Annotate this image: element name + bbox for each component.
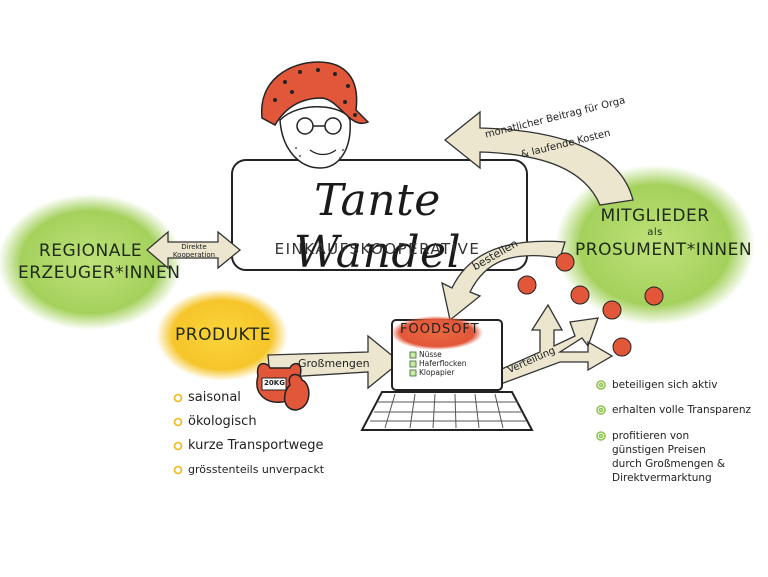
- member-face-icon: [644, 286, 664, 306]
- producers-label: REGIONALE ERZEUGER*INNEN: [18, 241, 181, 283]
- products-label: PRODUKTE: [175, 325, 271, 345]
- members-line2: PROSUMENT*INNEN: [575, 240, 753, 260]
- small-bag-icon: [283, 373, 310, 411]
- foodsoft-list: Nüsse Haferflocken Klopapier: [419, 350, 466, 377]
- order-arrow: [441, 240, 566, 322]
- member-faces: [517, 252, 664, 357]
- members-line1: MITGLIEDER: [600, 206, 710, 226]
- product-bullet: grösstenteils unverpackt: [188, 463, 325, 476]
- direct-cooperation-label: Direkte Kooperation: [172, 243, 216, 259]
- member-face-icon: [602, 300, 622, 320]
- bag-label: 20KG: [264, 379, 285, 387]
- product-bullet: kurze Transportwege: [188, 438, 324, 453]
- foodsoft-item: Haferflocken: [419, 359, 467, 368]
- foodsoft-item: Klopapier: [419, 368, 455, 377]
- members-als: als: [647, 227, 663, 238]
- products-blob: [156, 289, 288, 381]
- bulk-label: Großmengen: [298, 357, 370, 370]
- foodsoft-title: FOODSOFT: [400, 322, 480, 337]
- product-bullet: ökologisch: [188, 414, 257, 429]
- producers-blob: [0, 194, 182, 330]
- product-bullet: saisonal: [188, 390, 241, 405]
- members-blob: [555, 165, 755, 325]
- checkbox-icon: [409, 351, 417, 377]
- direct-cooperation-arrow: [146, 230, 242, 270]
- title-box: [231, 159, 528, 271]
- rosie-face-icon: [261, 61, 370, 169]
- foodsoft-item: Nüsse: [419, 350, 442, 359]
- contribution-arrow: [443, 110, 634, 206]
- member-face-icon: [612, 337, 632, 357]
- distribution-arrow: [494, 303, 614, 386]
- member-bullet: erhalten volle Transparenz: [612, 404, 751, 416]
- member-face-icon: [517, 275, 537, 295]
- member-bullet: profitieren von günstigen Preisen durch …: [612, 430, 726, 484]
- member-bullet-icons: [596, 380, 606, 441]
- product-bullet-icons: [173, 393, 183, 475]
- member-face-icon: [555, 252, 575, 272]
- foodsoft-splash: [391, 316, 483, 350]
- page-title: Tante Wandel: [293, 175, 462, 278]
- member-face-icon: [570, 285, 590, 305]
- members-label: MITGLIEDER als PROSUMENT*INNEN: [575, 205, 753, 261]
- member-bullet: beteiligen sich aktiv: [612, 379, 718, 391]
- page-subtitle: EINKAUFSKOOPERATIVE: [274, 240, 481, 258]
